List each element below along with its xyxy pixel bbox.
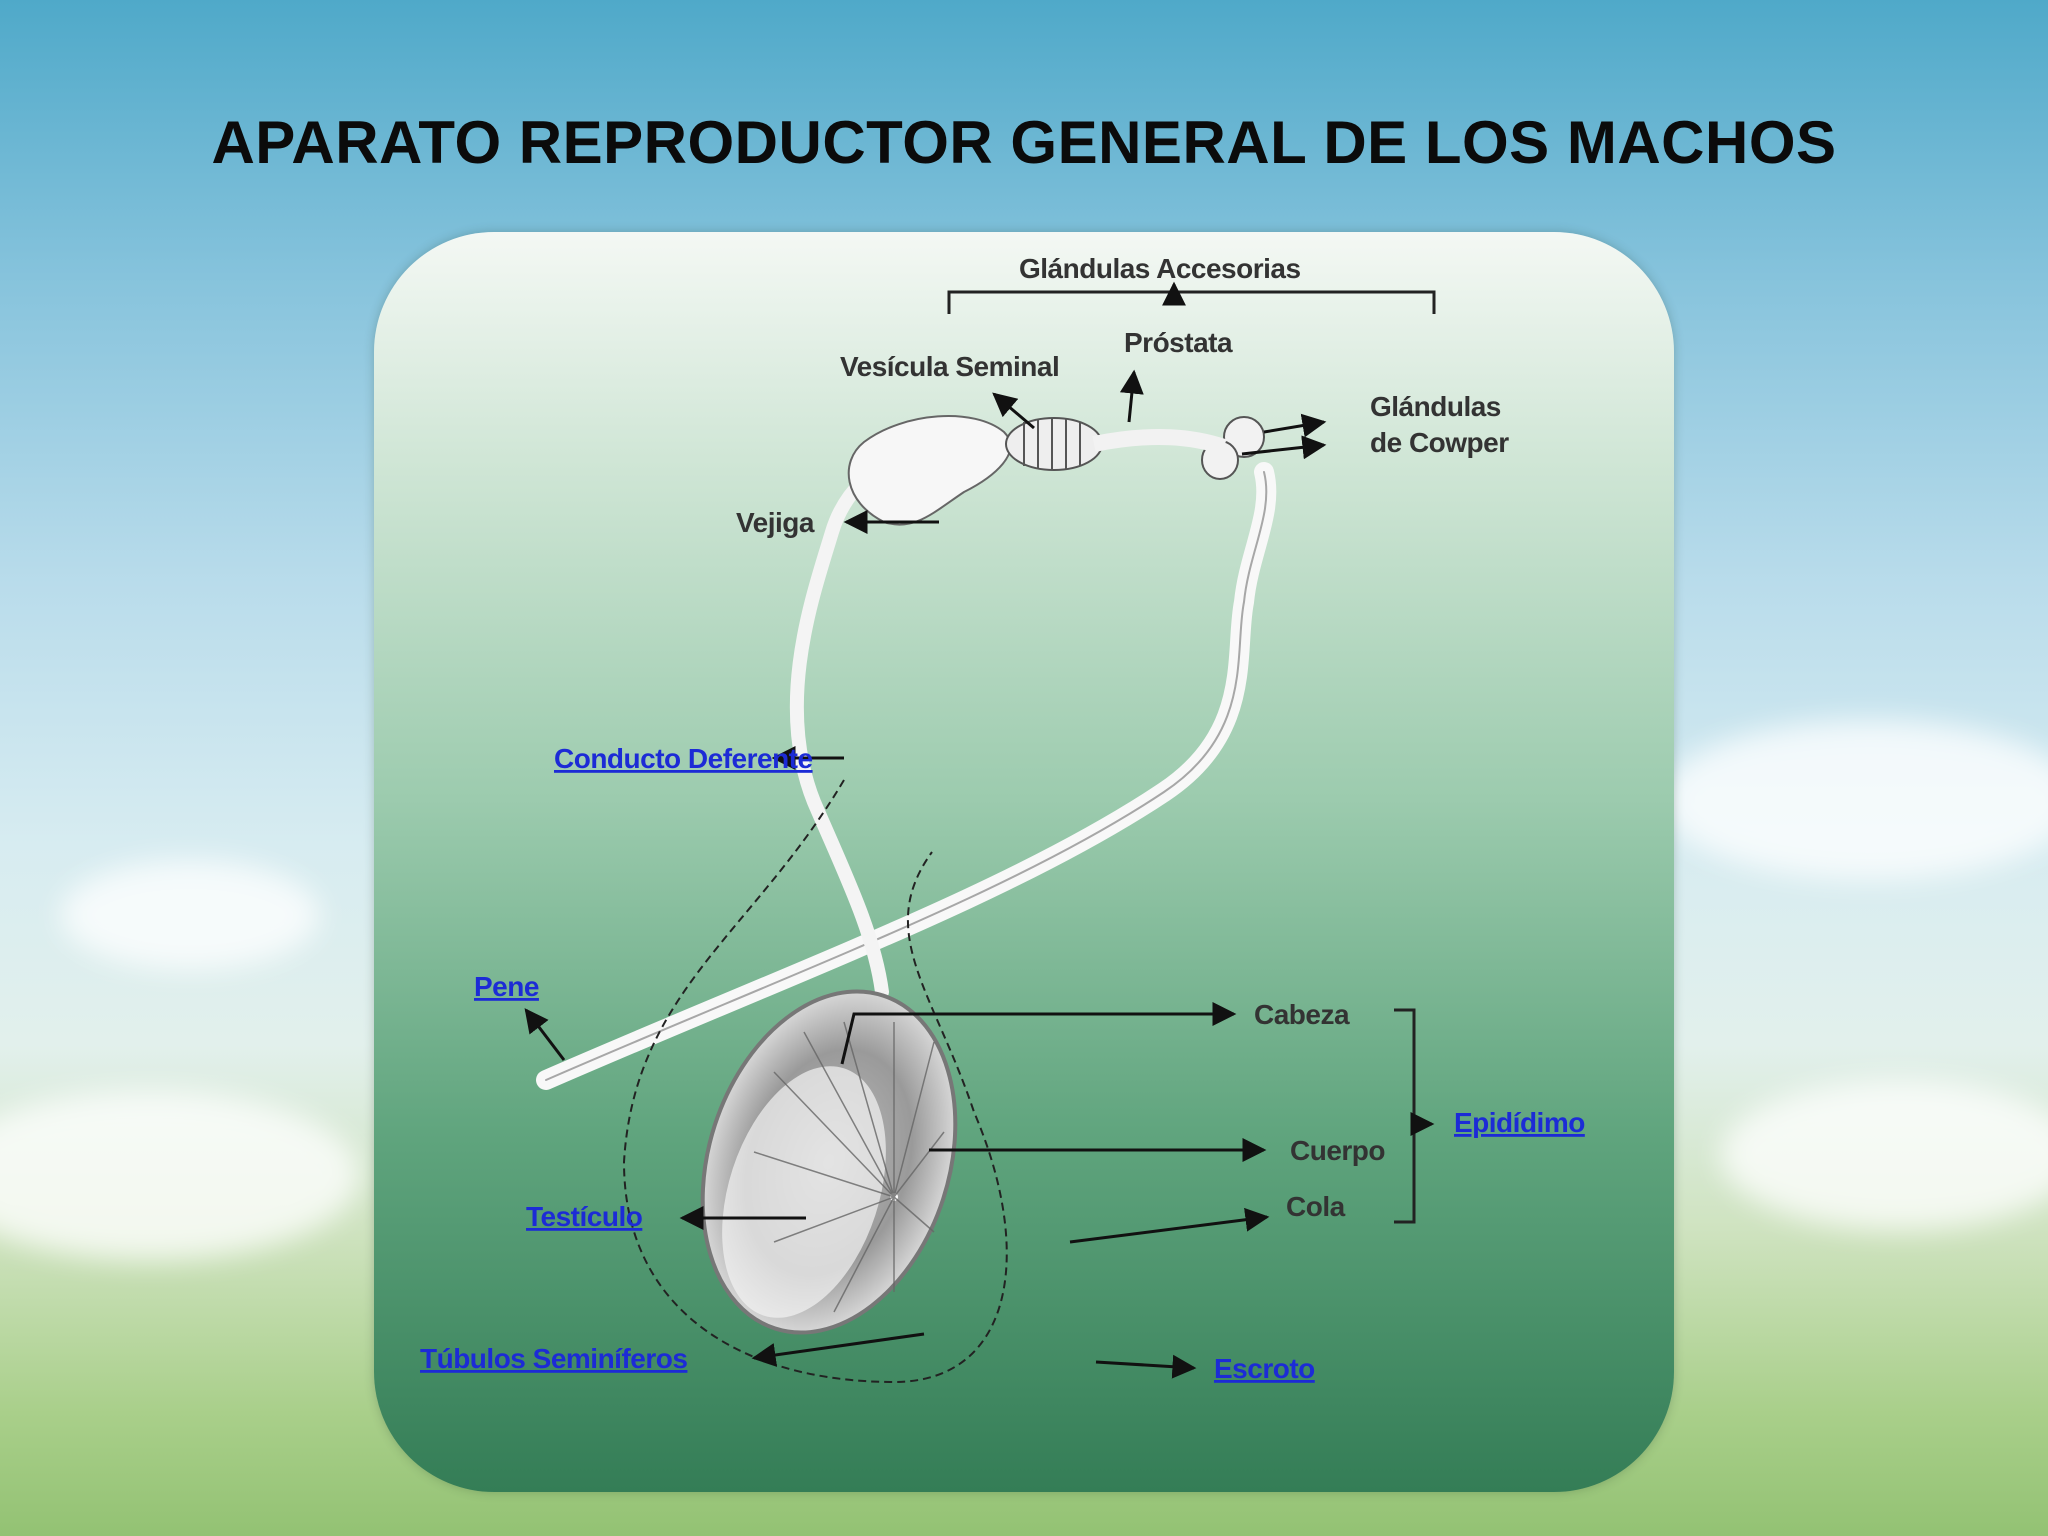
diagram-panel: Glándulas Accesorias <box>374 232 1674 1492</box>
link-conducto-deferente[interactable]: Conducto Deferente <box>554 743 813 774</box>
link-escroto[interactable]: Escroto <box>1214 1353 1316 1384</box>
arrow-cowper-1 <box>1263 413 1327 438</box>
cloud-decoration <box>0 1090 360 1260</box>
link-tubulos-seminiferos[interactable]: Túbulos Seminíferos <box>420 1343 688 1374</box>
arrow-cowper-2 <box>1241 435 1327 460</box>
scrotum-outline <box>622 779 1008 1384</box>
testis <box>700 989 958 1335</box>
label-vejiga: Vejiga <box>736 507 815 538</box>
label-cola: Cola <box>1286 1191 1346 1222</box>
accessory-glands-bracket <box>947 290 1436 314</box>
prostate <box>1005 417 1103 471</box>
urethra-upper <box>1092 428 1227 455</box>
label-glandulas-cowper-1: Glándulas <box>1370 391 1501 422</box>
label-prostata: Próstata <box>1124 327 1233 358</box>
arrow-pene <box>524 1008 566 1061</box>
arrow-tubulos <box>751 1332 925 1367</box>
arrow-prostata <box>1119 369 1144 423</box>
cloud-decoration <box>1660 720 2048 880</box>
link-testiculo[interactable]: Testículo <box>526 1201 643 1232</box>
arrow-vesicula <box>992 392 1035 430</box>
label-vesicula-seminal: Vesícula Seminal <box>840 351 1059 382</box>
label-cabeza: Cabeza <box>1254 999 1350 1030</box>
cloud-decoration <box>1720 1080 2048 1230</box>
epididymis-bracket <box>1394 1008 1416 1224</box>
bladder <box>847 415 1012 526</box>
label-glandulas-accesorias: Glándulas Accesorias <box>1019 253 1301 284</box>
reproductive-diagram: Glándulas Accesorias <box>420 253 1586 1384</box>
label-cuerpo: Cuerpo <box>1290 1135 1385 1166</box>
link-epididimo[interactable]: Epidídimo <box>1454 1107 1586 1138</box>
label-glandulas-cowper-2: de Cowper <box>1370 427 1509 458</box>
cloud-decoration <box>60 860 320 970</box>
slide-title: APARATO REPRODUCTOR GENERAL DE LOS MACHO… <box>211 109 1837 176</box>
penis-shaft <box>536 462 1277 1090</box>
penis-outline <box>545 471 1268 1081</box>
arrow-cola <box>1069 1207 1270 1244</box>
arrow-cabeza <box>840 1002 1237 1065</box>
link-pene[interactable]: Pene <box>474 971 539 1002</box>
arrow-escroto <box>1095 1354 1197 1379</box>
vas-deferens <box>789 445 921 999</box>
